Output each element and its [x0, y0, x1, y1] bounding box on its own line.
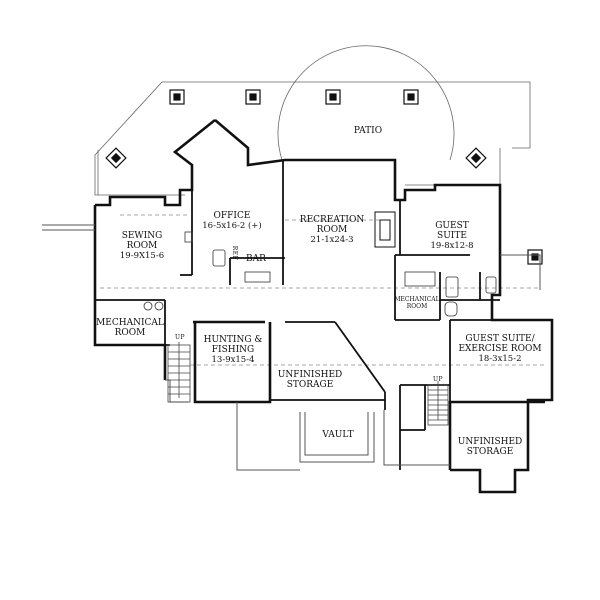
patio-columns — [105, 89, 543, 265]
mechanical-name-1: MECHANICAL — [96, 318, 164, 328]
room-label-vault: VAULT — [322, 430, 353, 440]
vault-name: VAULT — [322, 430, 354, 440]
interior-walls — [95, 160, 500, 470]
ref-text: REF — [231, 245, 238, 261]
ref-marker: REF — [229, 246, 239, 261]
patio-outline — [94, 45, 531, 196]
room-label-mechanical-small: MECHANICAL ROOM — [394, 296, 439, 310]
guest-suite-dims: 19-8x12-8 — [430, 241, 474, 251]
bar-name: BAR — [246, 254, 266, 264]
recreation-dims: 21-1x24-3 — [310, 235, 354, 245]
guest-exercise-dims: 18-3x15-2 — [478, 354, 522, 364]
hunting-name-2: FISHING — [211, 345, 255, 355]
secondary-walls — [42, 224, 541, 471]
sewing-dims: 19-9X15-6 — [119, 251, 165, 261]
column-4 — [403, 89, 419, 105]
guest-exercise-name-2: EXERCISE ROOM — [458, 344, 542, 354]
column-5 — [105, 147, 127, 169]
fireplace — [374, 211, 396, 248]
sewing-name-1: SEWING — [121, 231, 163, 241]
guest-suite-name-2: SUITE — [437, 231, 467, 241]
room-label-patio: PATIO — [354, 126, 382, 136]
mechanical-name-2: ROOM — [114, 328, 146, 338]
stair-up-left-text: UP — [174, 334, 186, 341]
unfinished-2-name-1: UNFINISHED — [457, 437, 523, 447]
guest-suite-name-1: GUEST — [435, 221, 469, 231]
sewing-name-2: ROOM — [126, 241, 158, 251]
guest-exercise-name-1: GUEST SUITE/ — [465, 334, 535, 344]
stairs-right — [427, 381, 449, 426]
room-label-sewing: SEWING ROOM 19-9X15-6 — [120, 231, 164, 261]
room-label-bar: BAR — [246, 254, 266, 264]
mechanical-small-name-2: ROOM — [406, 303, 428, 310]
unfinished-1-name-1: UNFINISHED — [277, 370, 343, 380]
room-label-hunting: HUNTING & FISHING 13-9x15-4 — [204, 335, 263, 365]
column-3 — [325, 89, 341, 105]
unfinished-2-name-2: STORAGE — [466, 447, 514, 457]
stair-up-marker-right: UP — [433, 375, 443, 385]
column-7 — [527, 249, 543, 265]
unfinished-1-name-2: STORAGE — [286, 380, 334, 390]
room-label-unfinished-2: UNFINISHED STORAGE — [458, 437, 523, 457]
stairs-left — [167, 342, 191, 403]
recreation-name-2: ROOM — [316, 225, 348, 235]
room-label-recreation: RECREATION ROOM 21-1x24-3 — [300, 215, 364, 245]
mechanical-small-name-1: MECHANICAL — [394, 296, 440, 303]
dashed-lines — [100, 214, 545, 366]
hunting-name-1: HUNTING & — [203, 335, 263, 345]
room-label-guest-exercise: GUEST SUITE/ EXERCISE ROOM 18-3x15-2 — [458, 334, 541, 364]
room-label-office: OFFICE 16-5x16-2 (+) — [202, 211, 261, 231]
patio-name: PATIO — [353, 126, 383, 136]
room-label-guest-suite: GUEST SUITE 19-8x12-8 — [431, 221, 474, 251]
stair-up-marker-left: UP — [175, 333, 185, 343]
stair-up-right-text: UP — [432, 376, 444, 383]
room-label-unfinished-1: UNFINISHED STORAGE — [278, 370, 343, 390]
column-1 — [169, 89, 185, 105]
office-name: OFFICE — [213, 211, 251, 221]
hunting-dims: 13-9x15-4 — [211, 355, 255, 365]
office-dims: 16-5x16-2 (+) — [202, 221, 262, 231]
room-label-mechanical: MECHANICAL ROOM — [96, 318, 164, 338]
column-2 — [245, 89, 261, 105]
fixtures — [143, 231, 497, 317]
recreation-name-1: RECREATION — [299, 215, 365, 225]
column-6 — [465, 147, 487, 169]
